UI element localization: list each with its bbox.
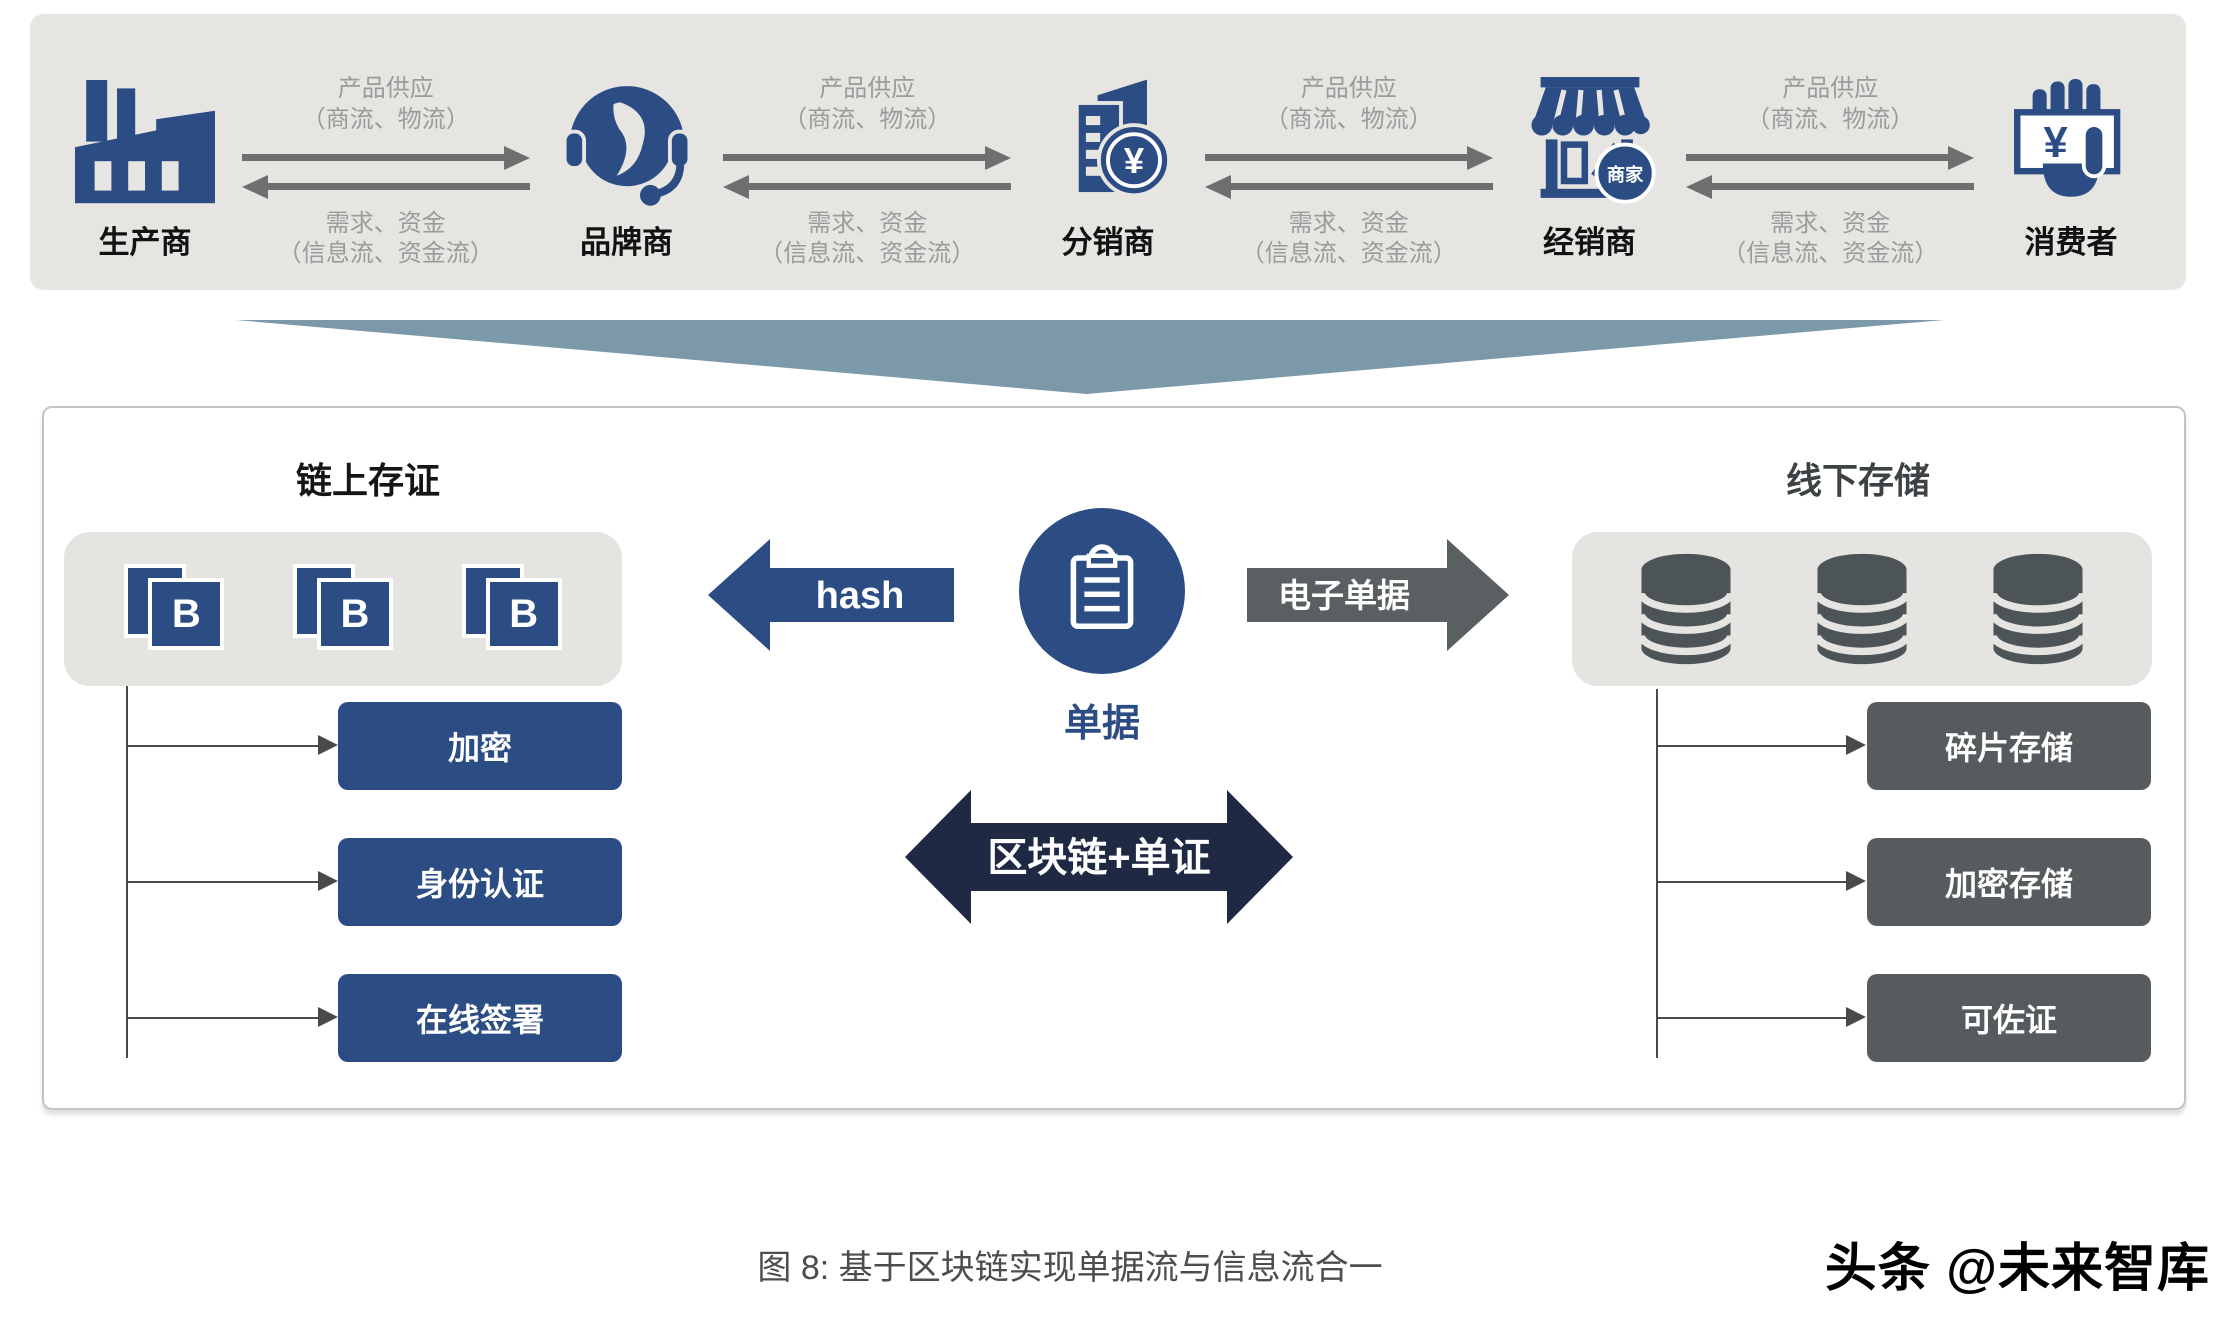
factory-icon [75, 71, 215, 207]
hash-arrow: hash [708, 539, 954, 651]
flow-backward-label: 需求、资金 （信息流、资金流） [759, 209, 976, 268]
flow-group-3: 产品供应 （商流、物流） 需求、资金 （信息流、资金流） [1193, 14, 1505, 290]
arrow-left [1686, 174, 1974, 199]
edocument-label: 电子单据 [1278, 577, 1410, 614]
arrow-right [241, 145, 530, 170]
blockchain-panel: 链上存证 线下存储 B B B [42, 406, 2186, 1110]
flow-forward-label: 产品供应 （商流、物流） [783, 75, 952, 133]
arrow-right [1686, 145, 1974, 170]
edocument-arrow: 电子单据 [1247, 539, 1509, 651]
flow-group-4: 产品供应 （商流、物流） 需求、资金 （信息流、资金流） [1675, 14, 1987, 290]
storefront-icon: 商家 [1520, 71, 1660, 207]
arrow-right [723, 145, 1011, 170]
node-label: 分销商 [1061, 225, 1155, 260]
connector-arrow [1656, 735, 1866, 755]
funnel-down-arrow [236, 320, 1944, 394]
offchain-connector-line [1656, 689, 1658, 1058]
flow-backward-label: 需求、资金 （信息流、资金流） [277, 209, 494, 268]
onchain-blocks-box: B B B [64, 532, 622, 686]
connector-arrow [126, 1007, 338, 1027]
dealer-badge: 商家 [1606, 164, 1643, 185]
offchain-item-box: 加密存储 [1867, 838, 2151, 926]
block-icon: B [124, 564, 225, 654]
watermark: 头条 @未来智库 [1824, 1240, 2210, 1298]
clipboard-icon [1070, 544, 1134, 629]
connector-arrow [1656, 1007, 1866, 1027]
onchain-item-box: 身份认证 [338, 838, 622, 926]
svg-text:¥: ¥ [1124, 140, 1145, 181]
flow-forward-label: 产品供应 （商流、物流） [301, 75, 470, 133]
node-label: 品牌商 [580, 225, 673, 260]
connector-arrow [126, 871, 338, 891]
node-producer: 生产商 [60, 14, 230, 290]
onchain-connector-line [126, 686, 128, 1058]
hash-label: hash [816, 575, 905, 617]
block-icon: B [461, 564, 562, 654]
database-icon [1637, 553, 1735, 665]
flow-group-2: 产品供应 （商流、物流） 需求、资金 （信息流、资金流） [712, 14, 1024, 290]
block-icon: B [292, 564, 393, 654]
offchain-item-box: 可佐证 [1867, 974, 2151, 1062]
flow-forward-label: 产品供应 （商流、物流） [1264, 75, 1433, 133]
offchain-title: 线下存储 [1785, 460, 1930, 501]
node-label: 生产商 [98, 225, 192, 260]
connector-arrow [126, 735, 338, 755]
onchain-item-box: 加密 [338, 702, 622, 790]
svg-text:¥: ¥ [2044, 119, 2069, 167]
arrow-left [723, 174, 1011, 199]
onchain-item-box: 在线签署 [338, 974, 622, 1062]
blockchain-label: 区块链+单证 [987, 836, 1210, 880]
offchain-item-box: 碎片存储 [1867, 702, 2151, 790]
arrow-left [1204, 174, 1493, 199]
flow-forward-label: 产品供应 （商流、物流） [1746, 75, 1915, 133]
node-consumer: ¥ 消费者 [1986, 14, 2156, 290]
headset-agent-icon [560, 71, 694, 207]
database-icon [1813, 553, 1911, 665]
building-yuan-icon: ¥ [1041, 71, 1175, 207]
flow-group-1: 产品供应 （商流、物流） 需求、资金 （信息流、资金流） [230, 14, 542, 290]
node-dealer: 商家 经销商 [1505, 14, 1675, 290]
supply-chain-banner: 生产商 产品供应 （商流、物流） 需求、资金 （信息流、资金流） [30, 14, 2186, 290]
document-circle [1019, 508, 1185, 674]
offchain-storage-box [1572, 532, 2152, 686]
node-brand: 品牌商 [542, 14, 712, 290]
node-label: 经销商 [1543, 225, 1636, 260]
database-icon [1989, 553, 2087, 665]
connector-arrow [1656, 871, 1866, 891]
node-label: 消费者 [2024, 225, 2118, 260]
node-distributor: ¥ 分销商 [1023, 14, 1193, 290]
flow-backward-label: 需求、资金 （信息流、资金流） [1240, 209, 1457, 268]
flow-backward-label: 需求、资金 （信息流、资金流） [1722, 209, 1939, 268]
arrow-left [241, 174, 530, 199]
hand-money-icon: ¥ [2006, 71, 2136, 207]
blockchain-double-arrow: 区块链+单证 [905, 790, 1293, 924]
figure-caption: 图 8: 基于区块链实现单据流与信息流合一 [757, 1249, 1383, 1287]
arrow-right [1204, 145, 1493, 170]
onchain-title: 链上存证 [295, 460, 440, 501]
document-label: 单据 [1063, 703, 1140, 745]
